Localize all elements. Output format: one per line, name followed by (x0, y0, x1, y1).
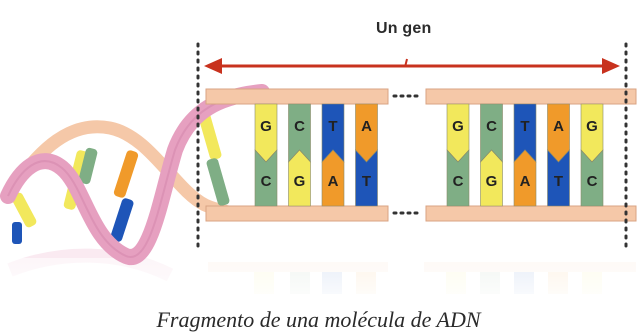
base-pair: CG (481, 104, 503, 206)
helix-rung (206, 157, 231, 206)
base-pair: AT (356, 104, 378, 206)
base-letter-bottom: G (294, 173, 306, 190)
base-letter-top: C (486, 118, 497, 135)
base-letter-top: G (586, 118, 598, 135)
base-letter-top: C (294, 118, 305, 135)
backbone-top-left (206, 89, 388, 104)
base-letter-top: G (260, 118, 272, 135)
helix-front-strand (8, 92, 262, 257)
gene-span-arrow (204, 58, 620, 74)
base-pair: TA (514, 104, 536, 206)
base-letter-top: G (452, 118, 464, 135)
helix-rung (12, 222, 22, 244)
base-pair: GC (255, 104, 277, 206)
base-pair: GC (581, 104, 603, 206)
helix-rung (109, 197, 134, 243)
backbone-bottom-left (206, 206, 388, 221)
helix-twist (8, 92, 262, 257)
base-letter-top: A (361, 118, 372, 135)
base-letter-top: A (553, 118, 564, 135)
base-letter-bottom: A (520, 173, 531, 190)
gene-label: Un gen (376, 20, 431, 38)
base-letter-bottom: C (261, 173, 272, 190)
base-letter-bottom: C (587, 173, 598, 190)
base-pair: AT (548, 104, 570, 206)
base-letter-top: T (328, 118, 337, 135)
base-letter-bottom: C (453, 173, 464, 190)
backbone-bottom-right (426, 206, 636, 221)
base-letter-bottom: A (328, 173, 339, 190)
base-letter-bottom: T (554, 173, 563, 190)
gap-dots (394, 96, 422, 213)
base-letter-bottom: G (486, 173, 498, 190)
base-pair: TA (322, 104, 344, 206)
backbone-top-right (426, 89, 636, 104)
base-pair: GC (447, 104, 469, 206)
base-pair: CG (289, 104, 311, 206)
base-letter-bottom: T (362, 173, 371, 190)
caption: Fragmento de una molécula de ADN (0, 307, 637, 333)
helix-rung (113, 149, 139, 198)
base-letter-top: T (520, 118, 529, 135)
